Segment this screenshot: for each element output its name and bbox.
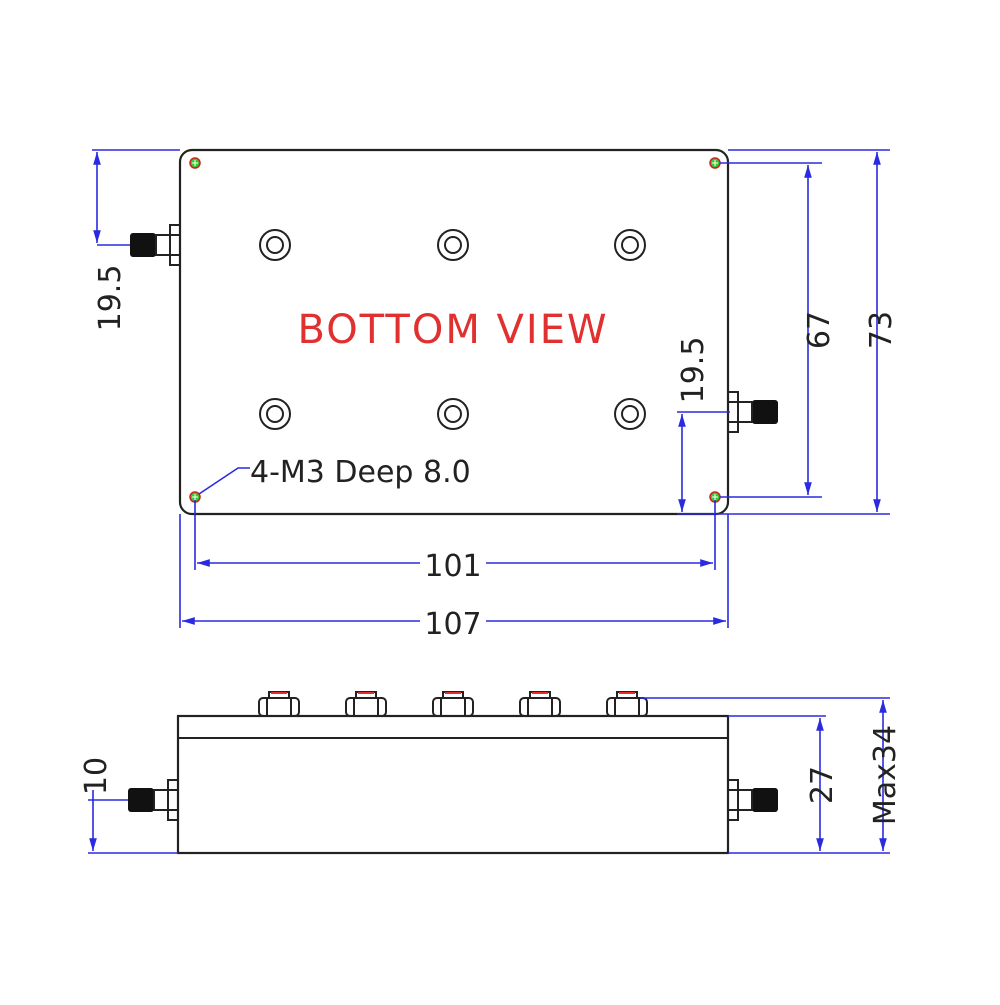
tuning-screw: [259, 398, 291, 430]
sma-connector-right-side: [727, 779, 779, 821]
tuning-screw: [614, 229, 646, 261]
sma-connector-right: [727, 391, 779, 433]
view-title: BOTTOM VIEW: [297, 307, 608, 353]
mount-hole: [189, 157, 201, 169]
side-view: 10 27 Max34: [79, 691, 903, 855]
tuning-screw: [614, 398, 646, 430]
tuning-screw: [437, 398, 469, 430]
sma-connector-left-side: [127, 779, 179, 821]
dim-total-height: 73: [864, 311, 899, 349]
bottom-view: BOTTOM VIEW 4-M3 Deep 8.0 19.5 19.5 67 7…: [92, 148, 899, 642]
tuning-nut: [258, 691, 300, 717]
side-outline: [176, 714, 730, 855]
dim-body-height: 27: [805, 766, 840, 804]
dim-left-connector: 19.5: [93, 265, 128, 332]
sma-connector-left: [129, 224, 181, 266]
dim-total-width: 107: [424, 607, 481, 642]
tuning-nut: [345, 691, 387, 717]
enclosure-outline: [178, 148, 730, 516]
dim-hole-horizontal: 101: [424, 549, 481, 584]
tuning-nut: [606, 691, 648, 717]
tuning-screw: [259, 229, 291, 261]
mount-hole: [709, 157, 721, 169]
hole-leader-line: [198, 467, 250, 495]
dim-right-connector: 19.5: [676, 337, 711, 404]
dim-hole-vertical: 67: [802, 311, 837, 349]
hole-note: 4-M3 Deep 8.0: [250, 455, 471, 490]
dim-connector-height: 10: [79, 757, 114, 795]
tuning-screw: [437, 229, 469, 261]
dim-max-height: Max34: [868, 725, 903, 825]
tuning-nut: [519, 691, 561, 717]
tuning-nut: [432, 691, 474, 717]
